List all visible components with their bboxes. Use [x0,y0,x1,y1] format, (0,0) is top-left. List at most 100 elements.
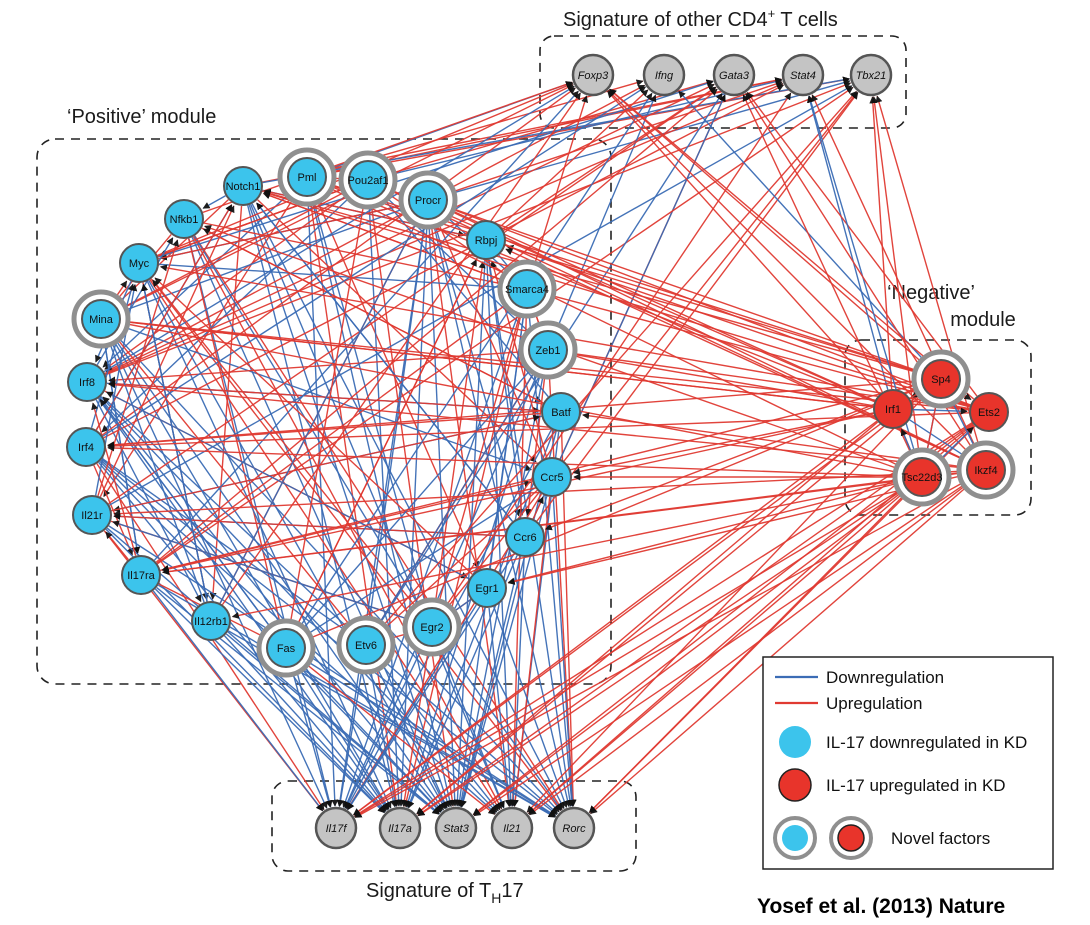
legend-upregulation-label: Upregulation [826,694,922,713]
node-ets2[interactable]: Ets2 [969,392,1009,432]
edge-ccr6-to-gata3 [532,94,726,520]
node-tsc22d3[interactable]: Tsc22d3 [892,447,952,507]
node-nfkb1[interactable]: Nfkb1 [164,199,204,239]
node-batf[interactable]: Batf [541,392,581,432]
node-ifng[interactable]: Ifng [642,53,686,97]
edge-tsc22d3-to-egr1 [507,481,903,585]
node-smarca4[interactable]: Smarca4 [497,259,557,319]
node-irf1[interactable]: Irf1 [873,389,913,429]
node-il12rb1[interactable]: Il12rb1 [191,601,231,641]
node-procr[interactable]: Procr [398,170,458,230]
edge-irf1-to-ets2 [912,407,968,415]
edge-pou2af1-to-gata3 [387,79,714,176]
edge-smarca4-to-foxp3 [532,95,589,271]
edge-irf4-to-etv6 [101,457,349,633]
node-gata3[interactable]: Gata3 [712,53,756,97]
node-label: Mina [89,314,114,326]
node-egr2[interactable]: Egr2 [402,597,462,657]
node-etv6[interactable]: Etv6 [336,615,396,675]
node-label: Egr1 [475,583,498,595]
edge-sp4-to-il17a [416,391,927,815]
legend-novel-red-swatch [837,824,865,852]
legend-il17-down-label: IL-17 downregulated in KD [826,733,1027,752]
node-label: Stat3 [443,823,470,835]
node-rbpj[interactable]: Rbpj [466,220,506,260]
edge-tsc22d3-to-il17f [354,486,906,818]
edge-procr-to-mina [121,206,410,313]
node-ikzf4[interactable]: Ikzf4 [956,440,1016,500]
node-il17ra[interactable]: Il17ra [121,555,161,595]
node-ccr6[interactable]: Ccr6 [505,517,545,557]
node-sp4[interactable]: Sp4 [911,349,971,409]
edge-fas-to-irf8 [99,399,275,633]
edge-irf1-to-ccr5 [572,412,874,475]
edge-etv6-to-il21 [377,660,499,812]
node-circle [223,166,263,206]
node-fas[interactable]: Fas [256,618,316,678]
node-mina[interactable]: Mina [71,289,131,349]
edge-il17ra-to-il21r [105,531,129,560]
other-cd4-module-title: Signature of other CD4+ T cells [563,6,838,31]
node-irf8[interactable]: Irf8 [67,362,107,402]
node-circle [408,180,448,220]
edge-ikzf4-to-il21 [528,481,971,816]
edge-ets2-to-smarca4 [547,292,970,408]
edge-fas-to-stat3 [299,662,442,813]
node-notch1[interactable]: Notch1 [223,166,263,206]
node-stat3[interactable]: Stat3 [434,806,478,850]
node-tbx21[interactable]: Tbx21 [849,53,893,97]
node-il17f[interactable]: Il17f [314,806,358,850]
node-circle [969,392,1009,432]
edge-il21r-to-batf [111,414,541,512]
node-circle [266,628,306,668]
node-label: Irf8 [79,377,95,389]
edge-pml-to-egr1 [314,195,479,569]
node-ccr5[interactable]: Ccr5 [532,457,572,497]
node-circle [712,53,756,97]
other-cd4-module-box [539,35,907,129]
node-il21[interactable]: Il21 [490,806,534,850]
edge-ccr5-to-etv6 [381,489,538,631]
node-label: Sp4 [931,374,951,386]
edge-il17ra-to-irf8 [91,402,137,556]
node-label: Rorc [562,823,586,835]
node-label: Stat4 [790,70,816,82]
edge-irf8-to-stat3 [99,396,443,812]
edge-egr2-to-smarca4 [436,309,523,608]
node-irf4[interactable]: Irf4 [66,427,106,467]
edge-notch1-to-rorc [251,203,565,810]
edge-pml-to-egr2 [311,196,428,607]
node-pml[interactable]: Pml [277,147,337,207]
edge-procr-to-rorc [431,219,572,808]
edge-ccr6-to-ccr5 [532,496,544,520]
node-pou2af1[interactable]: Pou2af1 [338,150,398,210]
positive-module-box [36,138,612,685]
edge-egr2-to-rbpj [434,261,486,608]
node-egr1[interactable]: Egr1 [467,568,507,608]
edge-pml-to-il17f [307,196,339,807]
node-circle [921,359,961,399]
citation: Yosef et al. (2013) Nature [757,895,1005,918]
edge-irf1-to-il17ra [161,412,874,573]
node-il17a[interactable]: Il17a [378,806,422,850]
edge-irf1-to-il17f [353,420,878,816]
edge-il21r-to-nfkb1 [97,239,179,497]
node-il21r[interactable]: Il21r [72,495,112,535]
edge-tsc22d3-to-il17a [417,487,906,817]
node-rorc[interactable]: Rorc [552,806,596,850]
node-zeb1[interactable]: Zeb1 [518,320,578,380]
node-circle [67,362,107,402]
node-stat4[interactable]: Stat4 [781,53,825,97]
edge-etv6-to-rorc [380,657,559,814]
node-circle [873,389,913,429]
edge-pou2af1-to-stat3 [369,199,456,807]
edge-ikzf4-to-stat3 [473,480,970,817]
edge-egr1-to-smarca4 [488,310,527,569]
edge-ikzf4-to-rorc [590,482,972,815]
node-circle [346,625,386,665]
node-myc[interactable]: Myc [119,243,159,283]
edge-fas-to-il17f [290,667,332,808]
node-foxp3[interactable]: Foxp3 [571,53,615,97]
edge-il21r-to-gata3 [108,86,717,505]
